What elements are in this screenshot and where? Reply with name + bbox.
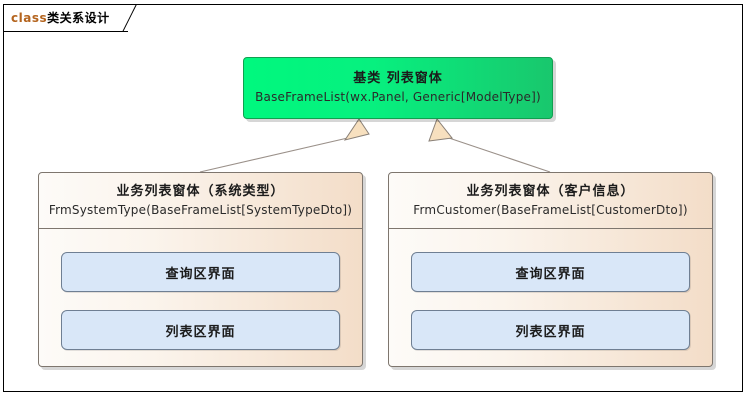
member-label: 列表区界面 xyxy=(515,324,586,340)
member-list-area-system-type[interactable]: 列表区界面 xyxy=(61,310,340,350)
class-node-system-type[interactable]: 业务列表窗体（系统类型） FrmSystemType(BaseFrameList… xyxy=(38,172,366,370)
package-frame-tab-label: class类关系设计 xyxy=(11,9,110,26)
package-frame-tab: class类关系设计 xyxy=(3,4,137,32)
class-node-customer-box[interactable]: 业务列表窗体（客户信息） FrmCustomer(BaseFrameList[C… xyxy=(388,172,713,367)
package-frame-tab-corner-icon xyxy=(122,4,137,32)
package-frame-top-edge xyxy=(128,4,743,5)
class-node-base[interactable]: 基类 列表窗体 BaseFrameList(wx.Panel, Generic[… xyxy=(243,57,556,122)
class-node-system-type-members: 查询区界面 列表区界面 xyxy=(39,229,362,350)
class-node-base-title: 基类 列表窗体 xyxy=(353,71,443,86)
package-stereotype: class xyxy=(11,11,48,25)
member-label: 查询区界面 xyxy=(165,266,236,282)
package-frame-tab-border xyxy=(3,4,128,32)
class-node-base-box[interactable]: 基类 列表窗体 BaseFrameList(wx.Panel, Generic[… xyxy=(243,57,553,119)
member-label: 列表区界面 xyxy=(165,324,236,340)
member-list-area-customer[interactable]: 列表区界面 xyxy=(411,310,690,350)
class-node-system-type-box[interactable]: 业务列表窗体（系统类型） FrmSystemType(BaseFrameList… xyxy=(38,172,363,367)
member-query-area-customer[interactable]: 查询区界面 xyxy=(411,252,690,292)
class-node-customer-signature: FrmCustomer(BaseFrameList[CustomerDto]) xyxy=(413,202,688,217)
package-frame xyxy=(3,4,743,392)
class-node-system-type-title: 业务列表窗体（系统类型） xyxy=(116,183,285,199)
member-query-area-system-type[interactable]: 查询区界面 xyxy=(61,252,340,292)
class-node-customer-header: 业务列表窗体（客户信息） FrmCustomer(BaseFrameList[C… xyxy=(389,173,712,229)
class-node-customer[interactable]: 业务列表窗体（客户信息） FrmCustomer(BaseFrameList[C… xyxy=(388,172,716,370)
class-node-system-type-header: 业务列表窗体（系统类型） FrmSystemType(BaseFrameList… xyxy=(39,173,362,229)
class-node-customer-members: 查询区界面 列表区界面 xyxy=(389,229,712,350)
member-label: 查询区界面 xyxy=(515,266,586,282)
class-node-base-signature: BaseFrameList(wx.Panel, Generic[ModelTyp… xyxy=(255,90,541,104)
class-node-customer-title: 业务列表窗体（客户信息） xyxy=(466,183,635,199)
package-title: 类关系设计 xyxy=(47,11,110,25)
class-node-system-type-signature: FrmSystemType(BaseFrameList[SystemTypeDt… xyxy=(48,202,353,217)
